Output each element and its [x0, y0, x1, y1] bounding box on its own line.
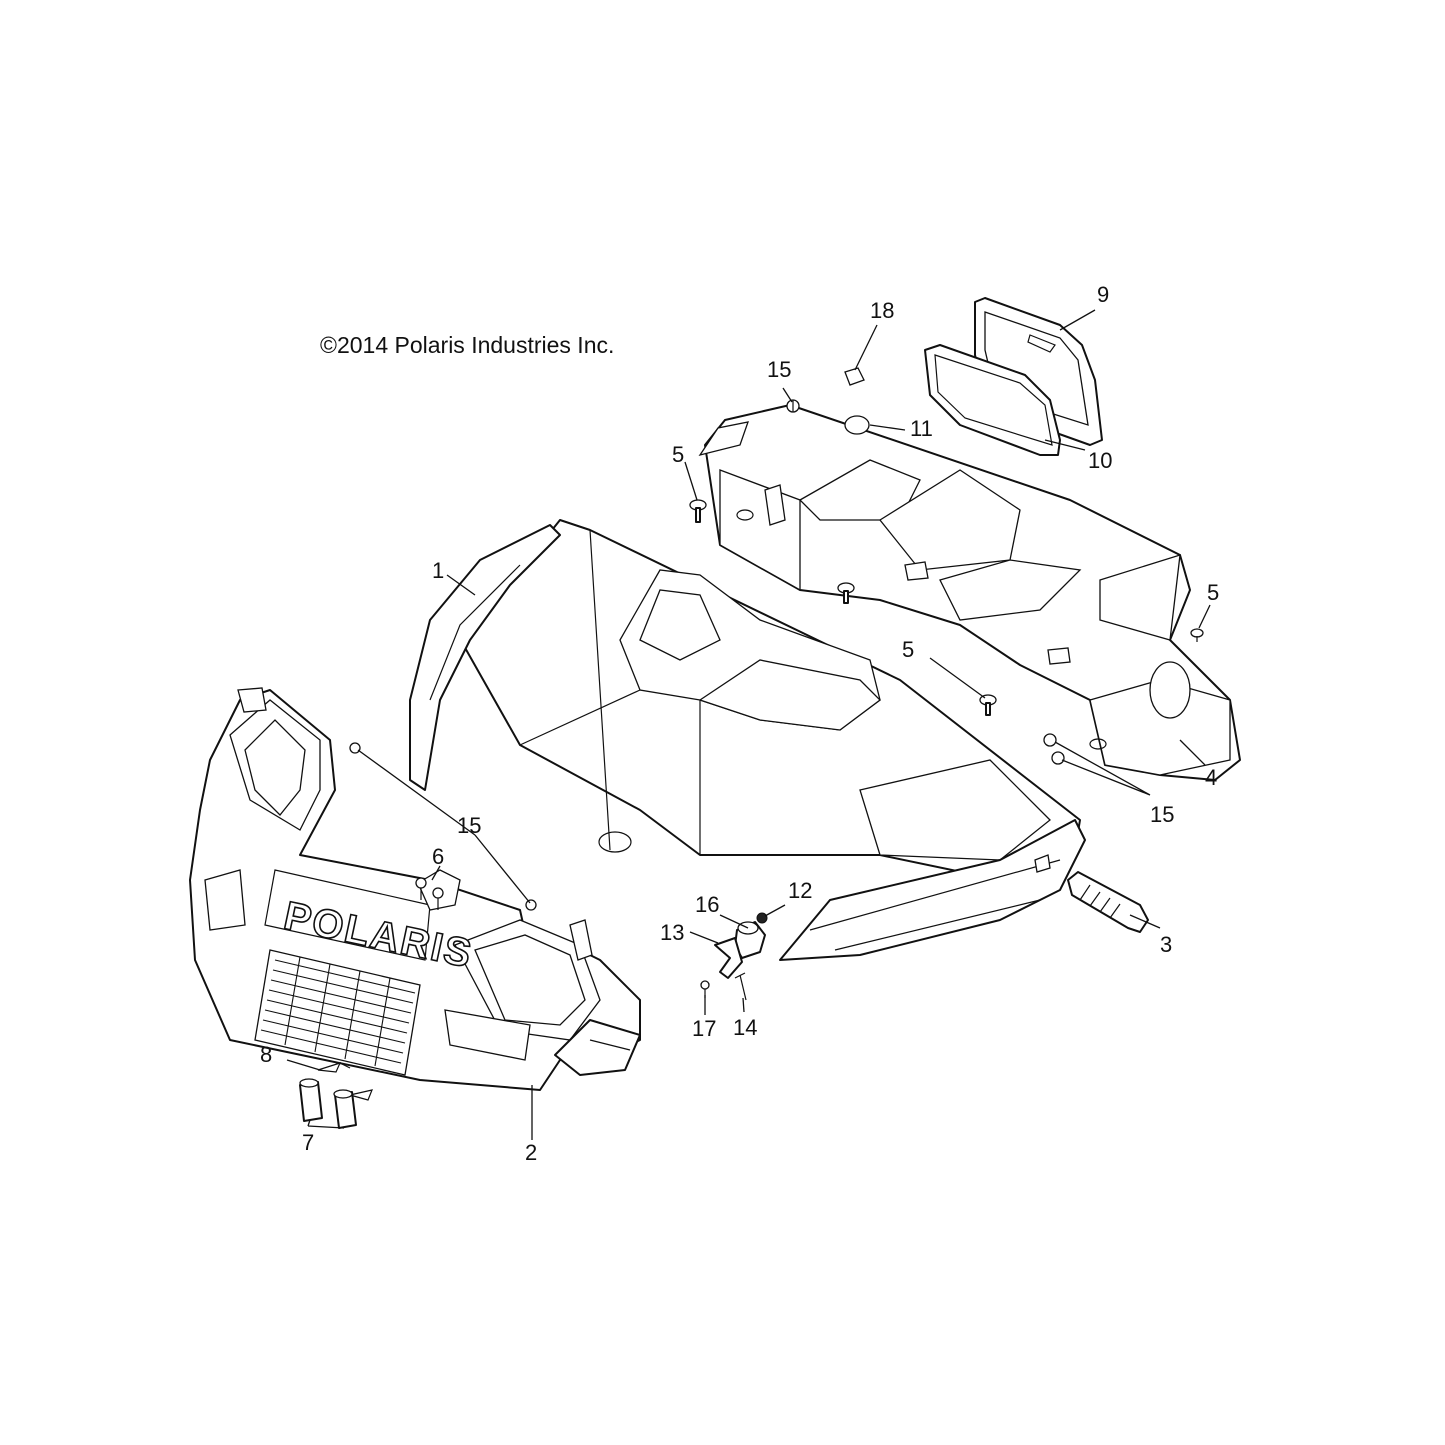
callout-18: 18: [870, 298, 894, 323]
side-panel-part-3: [779, 819, 1149, 961]
callout-4: 4: [1205, 765, 1217, 790]
callout-14: 14: [733, 1015, 757, 1040]
callout-7: 7: [302, 1130, 314, 1155]
bracket-13-icon: [714, 937, 743, 979]
callout-6: 6: [432, 844, 444, 869]
copyright-notice: ©2014 Polaris Industries Inc.: [320, 332, 615, 358]
hood-part-1: [409, 519, 1081, 881]
screw-15-center-icon: [525, 899, 537, 911]
callout-15-upper: 15: [767, 357, 791, 382]
callout-2: 2: [525, 1140, 537, 1165]
front-bumper-part-2: POLARIS: [189, 687, 641, 1091]
screw-5-center-icon: [837, 582, 855, 604]
screw-6-icon: [415, 877, 444, 910]
screw-15-left-icon: [349, 742, 361, 754]
pin-8b-icon: [349, 1089, 373, 1101]
grommet-11-icon: [844, 415, 870, 435]
callout-5-right: 5: [1207, 580, 1219, 605]
callout-5-center: 5: [902, 637, 914, 662]
callout-13: 13: [660, 920, 684, 945]
callout-12: 12: [788, 878, 812, 903]
callout-15-right: 15: [1150, 802, 1174, 827]
callout-8: 8: [260, 1042, 272, 1067]
callout-17: 17: [692, 1016, 716, 1041]
callout-10: 10: [1088, 448, 1112, 473]
callout-labels: 1 2 3 4 5 5 5 6 7 8 9 10 11 12 13 14 15 …: [260, 282, 1219, 1165]
nut-12-icon: [756, 912, 768, 924]
callout-15-left: 15: [457, 813, 481, 838]
callout-16: 16: [695, 892, 719, 917]
callout-3: 3: [1160, 932, 1172, 957]
screw-15-right-icon: [1043, 733, 1065, 765]
screw-5-right-icon: [1190, 628, 1204, 642]
dash-panel-part-4: [698, 404, 1241, 781]
screw-14-icon: [734, 972, 747, 1001]
screw-5-left-icon: [689, 499, 707, 523]
hardware: [299, 367, 1204, 1129]
screw-5-lower-icon: [979, 694, 997, 716]
pin-7-icon: [299, 1078, 357, 1129]
callout-9: 9: [1097, 282, 1109, 307]
pin-8-icon: [317, 1062, 351, 1073]
callout-5-upper: 5: [672, 442, 684, 467]
callout-11: 11: [910, 416, 933, 441]
leader-lines: [286, 309, 1211, 1140]
gauge-seal-part-10: [924, 344, 1061, 456]
callout-1: 1: [432, 558, 444, 583]
screw-15-upper-icon: [786, 399, 800, 413]
clip-18-icon: [844, 367, 865, 386]
